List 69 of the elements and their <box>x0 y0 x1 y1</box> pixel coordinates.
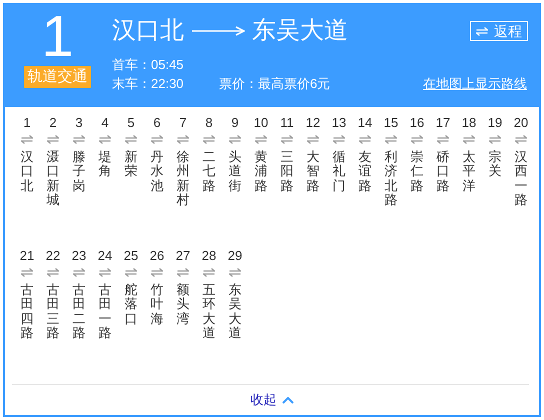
connector-arrow <box>192 26 245 36</box>
station-number: 28 <box>202 248 216 264</box>
station-number: 27 <box>176 248 190 264</box>
station-number: 25 <box>124 248 138 264</box>
station-number: 8 <box>205 115 213 131</box>
first-train-time: 首车：05:45 <box>112 57 184 73</box>
station-name: 硚口路 <box>436 150 450 193</box>
station-number: 19 <box>488 115 502 131</box>
station-name: 利济北路 <box>384 150 398 208</box>
station-number: 18 <box>462 115 476 131</box>
station-name: 汉口北 <box>20 150 34 193</box>
last-train-time: 末车：22:30 <box>112 76 184 92</box>
station-name: 东吴大道 <box>228 283 242 340</box>
station-number: 12 <box>306 115 320 131</box>
station-number: 23 <box>72 248 86 264</box>
station-number: 24 <box>98 248 112 264</box>
station-name: 古田三路 <box>46 283 60 340</box>
station-name: 古田一路 <box>98 283 112 340</box>
station-number: 10 <box>254 115 268 131</box>
station-name: 汉西一路 <box>514 150 528 208</box>
collapse-button: 收起 <box>250 391 294 409</box>
station-name: 头道街 <box>228 150 242 193</box>
station-name: 额头湾 <box>176 283 190 326</box>
station-name: 滠口新城 <box>46 150 60 208</box>
station-name: 友谊路 <box>358 150 372 193</box>
station-name: 三阳路 <box>280 150 294 193</box>
station-number: 21 <box>20 248 34 264</box>
station-number: 4 <box>101 115 109 131</box>
station-number: 16 <box>410 115 424 131</box>
station-number: 22 <box>46 248 60 264</box>
station-number: 15 <box>384 115 398 131</box>
station-number: 5 <box>127 115 135 131</box>
station-name: 五环大道 <box>202 283 216 340</box>
station-name: 古田四路 <box>20 283 34 340</box>
station-name: 堤角 <box>98 150 112 179</box>
station-name: 二七路 <box>202 150 216 193</box>
line-number: 1 <box>41 8 74 66</box>
station-name: 大智路 <box>306 150 320 193</box>
station-name: 太平洋 <box>462 150 476 193</box>
station-name: 竹叶海 <box>150 283 164 326</box>
station-name: 丹水池 <box>150 150 164 193</box>
station-name: 古田二路 <box>72 283 86 340</box>
return-trip-button: 返程 <box>470 21 528 41</box>
station-number: 1 <box>23 115 31 131</box>
station-number: 14 <box>358 115 372 131</box>
station-name: 滕子岗 <box>72 150 86 193</box>
station-name: 崇仁路 <box>410 150 424 193</box>
rail-transit-badge: 轨道交通 <box>24 66 91 88</box>
station-number: 26 <box>150 248 164 264</box>
station-name: 宗关 <box>488 150 502 179</box>
station-number: 9 <box>231 115 239 131</box>
station-number: 6 <box>153 115 161 131</box>
station-number: 20 <box>514 115 528 131</box>
map-route-link: 在地图上显示路线 <box>423 76 527 92</box>
terminal-station: 东吴大道 <box>244 17 356 45</box>
station-number: 17 <box>436 115 450 131</box>
station-name: 舵落口 <box>124 283 138 326</box>
fare-info: 票价：最高票价6元 <box>219 76 330 92</box>
origin-station: 汉口北 <box>104 17 192 45</box>
station-name: 循礼门 <box>332 150 346 193</box>
station-number: 2 <box>49 115 57 131</box>
station-name: 徐州新村 <box>176 150 190 208</box>
station-number: 3 <box>75 115 83 131</box>
station-name: 黄浦路 <box>254 150 268 193</box>
station-number: 7 <box>179 115 187 131</box>
station-number: 29 <box>228 248 242 264</box>
station-number: 11 <box>280 115 294 131</box>
station-name: 新荣 <box>124 150 138 179</box>
station-number: 13 <box>332 115 346 131</box>
